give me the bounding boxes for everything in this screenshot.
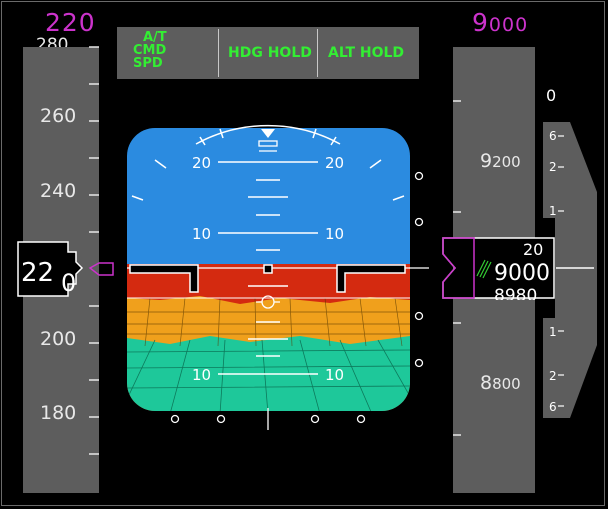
- vsi-label-6-down: 6: [549, 400, 557, 414]
- selected-altitude: 90009000: [472, 8, 529, 37]
- ground-terrain-near: [127, 336, 410, 411]
- vsi-label-6-up: 6: [549, 129, 557, 143]
- fma-divider-1: [218, 29, 219, 77]
- ground-terrain-mid: [127, 296, 410, 346]
- selected-speed: 220: [45, 8, 96, 37]
- pitch-label-minus10-left: 10: [192, 366, 211, 384]
- aircraft-symbol-icon: [129, 264, 406, 293]
- altitude-label-9200: 92009200: [480, 150, 521, 172]
- autothrottle-line-1: A/T: [143, 30, 167, 45]
- pitch-labels: 20 20 10 10 10 10: [192, 154, 344, 384]
- vsi-label-top: 0: [546, 86, 556, 105]
- speed-bug-icon: [88, 262, 114, 276]
- localizer-scale: [170, 408, 366, 430]
- vertical-speed-indicator: [543, 122, 597, 418]
- vsi-scale-labels: 6 2 1 1 2 6: [549, 129, 557, 414]
- airspeed-tape-ticks: [89, 46, 99, 455]
- altitude-bug-icon: [442, 237, 475, 299]
- flight-mode-annunciator: A/T CMD SPD HDG HOLD ALT HOLD: [117, 27, 419, 79]
- bank-pointer-icon: [261, 129, 275, 138]
- altitude-readout-lower: 8980: [494, 286, 537, 306]
- altitude-readout-value: 9000: [494, 261, 550, 286]
- altitude-readout-upper: 20: [523, 240, 543, 259]
- pitch-mode: ALT HOLD: [328, 45, 405, 61]
- speed-label-180: 180: [40, 402, 77, 424]
- speed-readout-value: 22: [21, 258, 54, 288]
- autothrottle-line-3: SPD: [133, 56, 163, 71]
- vsi-label-2-down: 2: [549, 369, 557, 383]
- vsi-ticks: [558, 135, 564, 407]
- speed-label-240: 240: [40, 180, 77, 202]
- pitch-label-20-right: 20: [325, 154, 344, 172]
- speed-label-280: 280: [36, 35, 69, 47]
- pitch-label-10-left: 10: [192, 225, 211, 243]
- altitude-tape-ticks: [453, 100, 461, 436]
- vsi-label-1-up: 1: [549, 204, 557, 218]
- altitude-rolling-hatch: [476, 259, 492, 279]
- slip-indicator-icon: [258, 140, 278, 147]
- pitch-label-20-left: 20: [192, 154, 211, 172]
- altitude-label-8800: 88008800: [480, 372, 521, 394]
- roll-mode: HDG HOLD: [228, 45, 312, 61]
- speed-label-200: 200: [40, 328, 77, 350]
- bank-scale: [131, 124, 405, 201]
- pitch-label-minus10-right: 10: [325, 366, 344, 384]
- attitude-indicator: [127, 128, 410, 411]
- vsi-label-1-down: 1: [549, 325, 557, 339]
- autothrottle-line-2: CMD: [133, 43, 167, 58]
- speed-readout-roll: 0: [61, 269, 76, 297]
- speed-label-260: 260: [40, 105, 77, 127]
- vsi-label-2-up: 2: [549, 160, 557, 174]
- pitch-label-10-right: 10: [325, 225, 344, 243]
- glideslope-scale: [409, 171, 429, 368]
- speed-readout-box: [17, 241, 84, 297]
- fma-divider-2: [317, 29, 318, 77]
- sky: [127, 128, 410, 278]
- autothrottle-mode: A/T CMD SPD: [133, 31, 167, 83]
- pitch-ladder: [218, 161, 318, 375]
